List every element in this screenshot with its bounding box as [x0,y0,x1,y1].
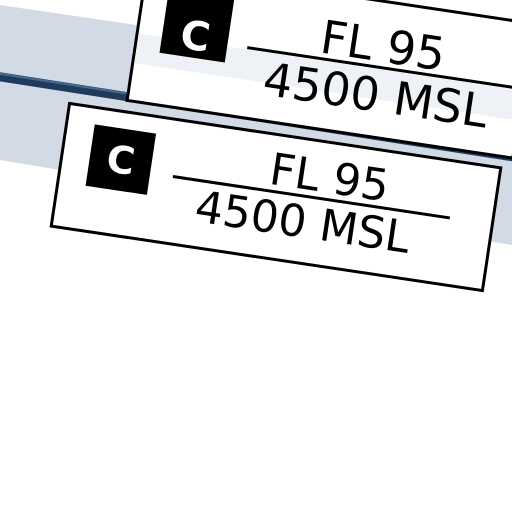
class-badge-letter: C [104,136,138,184]
airspace-label-box[interactable]: C FL 95 4500 MSL [49,101,503,293]
class-badge-letter: C [177,12,213,62]
label-box-frame [49,101,503,293]
class-badge [85,124,157,195]
class-badge [159,0,235,63]
altitude-divider [246,46,512,91]
airspace-label-box[interactable]: C FL 95 4500 MSL [125,0,512,160]
altitude-divider [172,175,451,220]
label-box-shade [134,33,512,121]
